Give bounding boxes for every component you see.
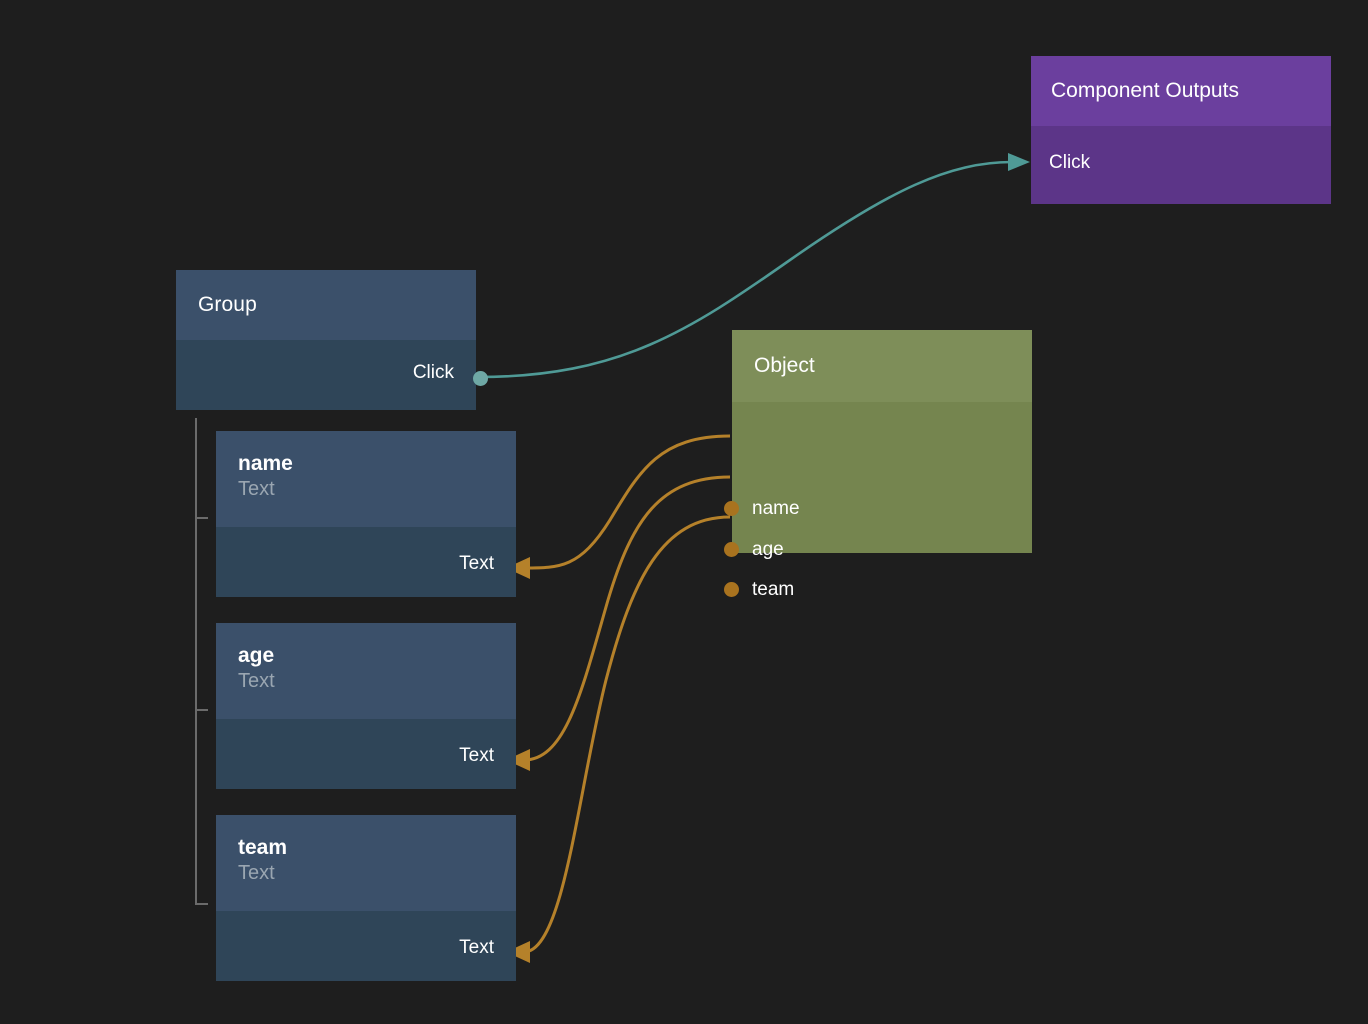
field-age-input-row-text[interactable]: Text xyxy=(459,745,494,766)
data-output-port-team[interactable] xyxy=(724,582,739,597)
component-outputs-body[interactable]: Click xyxy=(1031,126,1331,204)
edge-object-name-to-field-name xyxy=(523,434,731,570)
field-team-header[interactable]: team Text xyxy=(216,815,516,911)
field-name-subtitle: Text xyxy=(238,477,275,500)
node-object[interactable]: Object name age team xyxy=(724,330,1032,600)
component-outputs-row-click[interactable]: Click xyxy=(1049,152,1091,173)
edge-object-age-to-field-age xyxy=(523,475,731,762)
field-team-title: team xyxy=(238,836,288,859)
component-outputs-header[interactable]: Component Outputs xyxy=(1031,56,1331,126)
data-output-port-name[interactable] xyxy=(724,501,739,516)
object-output-row-name[interactable]: name xyxy=(752,498,800,519)
object-output-row-age[interactable]: age xyxy=(752,539,784,560)
group-title: Group xyxy=(198,293,257,316)
field-team-input-row-text[interactable]: Text xyxy=(459,937,494,958)
field-team-subtitle: Text xyxy=(238,861,275,884)
node-field-age[interactable]: age Text Text xyxy=(216,623,516,789)
group-output-row-click[interactable]: Click xyxy=(412,362,454,383)
group-header[interactable]: Group xyxy=(176,270,476,340)
field-name-header[interactable]: name Text xyxy=(216,431,516,527)
field-name-input-row-text[interactable]: Text xyxy=(459,553,494,574)
node-field-name[interactable]: name Text Text xyxy=(216,431,516,597)
object-header[interactable]: Object xyxy=(732,330,1032,402)
field-name-title: name xyxy=(238,452,293,475)
field-age-header[interactable]: age Text xyxy=(216,623,516,719)
object-title: Object xyxy=(754,354,815,377)
field-age-title: age xyxy=(238,644,275,667)
data-output-port-age[interactable] xyxy=(724,542,739,557)
node-field-team[interactable]: team Text Text xyxy=(216,815,516,981)
group-body[interactable]: Click xyxy=(176,340,488,410)
edge-arrowhead-event xyxy=(1008,153,1030,171)
object-output-row-team[interactable]: team xyxy=(752,579,795,600)
group-children-tree-bracket xyxy=(195,418,208,905)
event-output-port-click[interactable] xyxy=(473,371,488,386)
component-outputs-title: Component Outputs xyxy=(1051,79,1239,102)
field-team-body[interactable]: Text xyxy=(216,911,516,981)
node-component-outputs[interactable]: Component Outputs Click xyxy=(1031,56,1331,204)
edge-object-team-to-field-team xyxy=(523,515,731,954)
object-body[interactable]: name age team xyxy=(724,402,1032,600)
field-name-body[interactable]: Text xyxy=(216,527,516,597)
node-group[interactable]: Group Click xyxy=(176,270,488,410)
field-age-body[interactable]: Text xyxy=(216,719,516,789)
field-age-subtitle: Text xyxy=(238,669,275,692)
